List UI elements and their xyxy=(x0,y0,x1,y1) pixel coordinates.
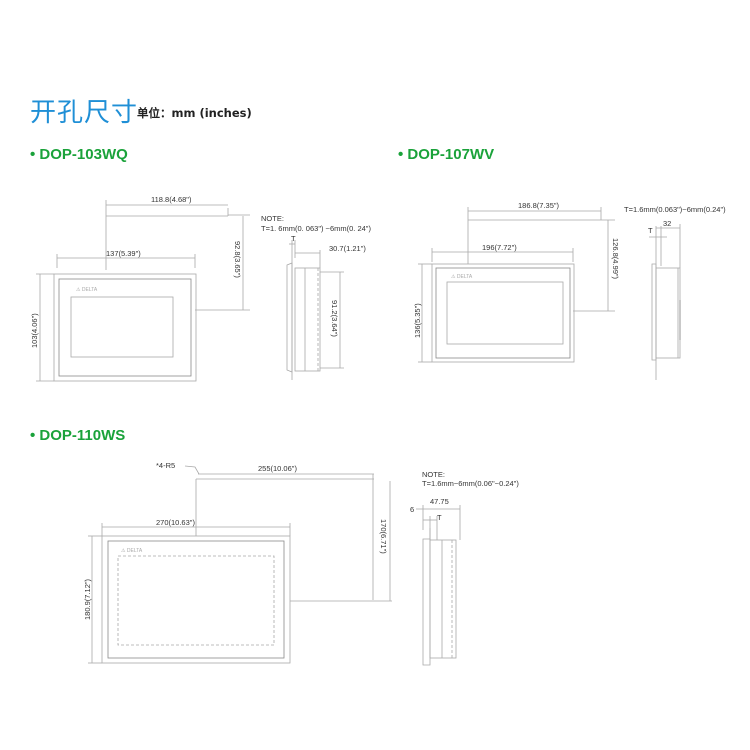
model-heading-dop-103wq: • DOP-103WQ xyxy=(30,146,128,163)
dop-107wv-side-drawing xyxy=(649,224,681,380)
svg-text:⚠ DELTA: ⚠ DELTA xyxy=(121,548,143,554)
model-heading-dop-110ws: • DOP-110WS xyxy=(30,427,126,444)
dop-103wq-side-depth: 30.7(1.21") xyxy=(329,244,366,253)
dop-110ws-note-text: T=1.6mm~6mm(0.06"~0.24") xyxy=(422,479,519,488)
dop-107wv-panel-width: 196(7.72") xyxy=(482,243,517,252)
dop-103wq-note-title: NOTE: xyxy=(261,214,284,223)
dop-107wv-panel-height: 136(5.35") xyxy=(413,303,422,338)
dop-110ws-note-title: NOTE: xyxy=(422,470,445,479)
dop-107wv-front-drawing: ⚠ DELTA xyxy=(418,207,615,363)
dop-110ws-panel-width: 270(10.63") xyxy=(156,518,195,527)
dop-103wq-panel-width: 137(5.39") xyxy=(106,249,141,258)
dop-107wv-side-t: T xyxy=(648,226,653,235)
dop-110ws-front-drawing: ⚠ DELTA xyxy=(88,465,392,664)
dop-107wv-note-text: T=1.6mm(0.063")~6mm(0.24") xyxy=(624,205,726,214)
dop-103wq-cutout-width: 118.8(4.68") xyxy=(151,195,192,204)
svg-text:⚠ DELTA: ⚠ DELTA xyxy=(76,287,98,293)
dop-107wv-cutout-width: 186.8(7.35") xyxy=(518,201,560,210)
dop-110ws-cutout-height: 170(6.71") xyxy=(379,519,388,554)
dop-103wq-side-t: T xyxy=(291,234,296,243)
svg-text:⚠ DELTA: ⚠ DELTA xyxy=(451,274,473,280)
model-heading-dop-107wv: • DOP-107WV xyxy=(398,146,495,163)
dop-107wv-cutout-height: 126.8(4.99") xyxy=(611,238,620,280)
dop-110ws-corner-radius: *4-R5 xyxy=(156,461,176,470)
dop-103wq-panel-height: 103(4.06") xyxy=(30,313,39,348)
dop-103wq-front-drawing: ⚠ DELTA xyxy=(36,200,250,382)
dop-110ws-cutout-width: 255(10.06") xyxy=(258,464,297,473)
dop-110ws-panel-height: 180.9(7.12") xyxy=(83,578,92,620)
dop-103wq-cutout-height: 92.8(3.65") xyxy=(233,241,242,278)
dop-103wq-note-text: T=1. 6mm(0. 063") ~6mm(0. 24") xyxy=(261,224,371,233)
dop-107wv-side-depth: 32 xyxy=(663,219,672,228)
dop-110ws-side-depth: 47.75 xyxy=(430,497,449,506)
page-title: 开孔尺寸 xyxy=(30,98,139,128)
dop-103wq-side-height: 91.2(3.64") xyxy=(330,300,339,337)
unit-label: 单位：mm (inches) xyxy=(137,106,252,120)
dop-110ws-side-t: T xyxy=(437,513,442,522)
dop-110ws-side-drawing xyxy=(416,505,461,666)
dop-110ws-side-offset: 6 xyxy=(410,505,415,514)
